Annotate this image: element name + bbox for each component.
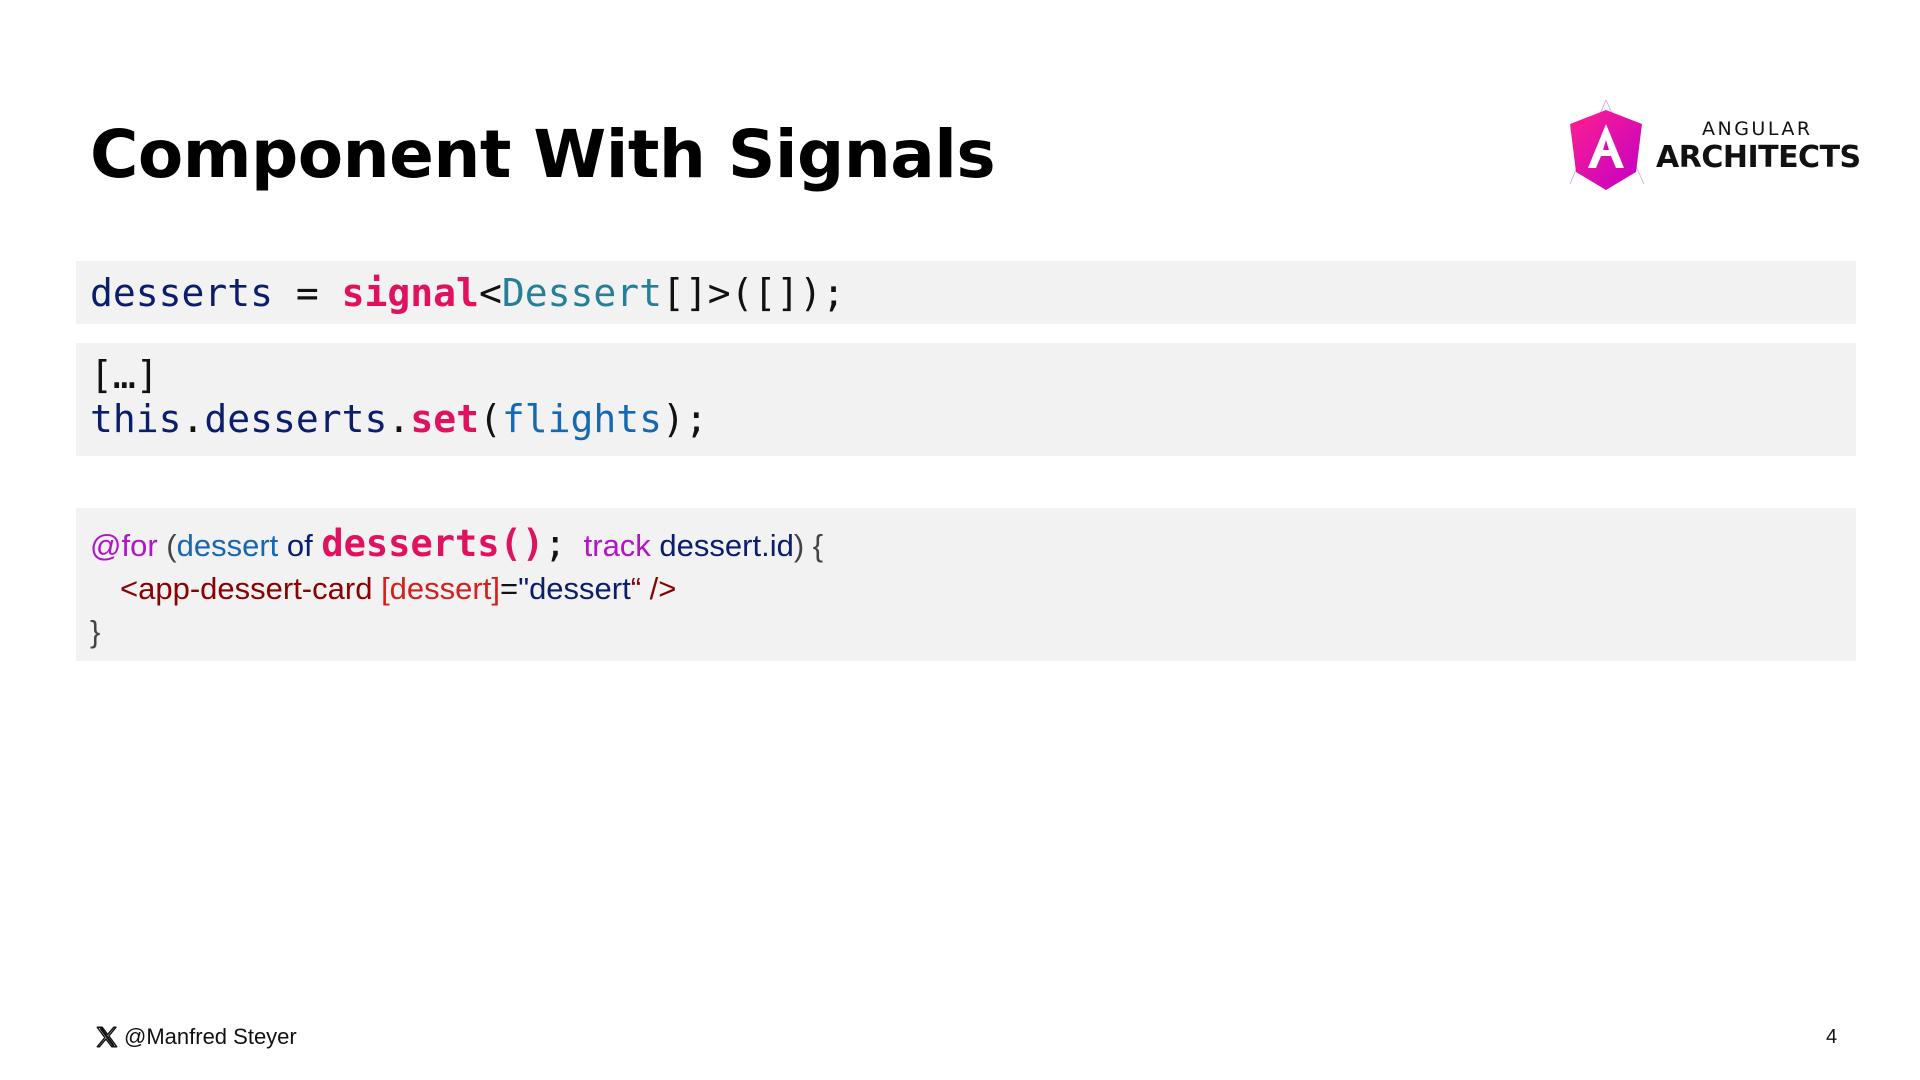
code-token: .: [387, 397, 411, 441]
code-token: this: [90, 397, 182, 441]
code-token: desserts(): [321, 522, 545, 565]
code-token: "dessert: [518, 571, 631, 606]
code-token: set: [410, 397, 479, 441]
code-line: }: [90, 614, 101, 649]
angular-architects-logo: ANGULAR ARCHITECTS: [1560, 100, 1861, 196]
code-token: =: [499, 571, 519, 606]
code-token: =: [273, 271, 342, 315]
code-token: [372, 571, 381, 606]
code-token: of: [278, 528, 322, 563]
code-block-signal-declaration: desserts = signal<Dessert[]>([]);: [76, 261, 1856, 324]
slide-title: Component With Signals: [90, 116, 996, 193]
code-token: );: [662, 397, 708, 441]
code-token: dessert: [176, 528, 279, 563]
code-block-template: @for (dessert of desserts(); track desse…: [76, 508, 1856, 661]
angular-shield-icon: [1569, 100, 1645, 190]
footer-handle-text: @Manfred Steyer: [124, 1024, 297, 1049]
code-token: flights: [501, 397, 663, 441]
page-number: 4: [1826, 1026, 1838, 1048]
logo-top-text: ANGULAR: [1702, 118, 1813, 140]
footer-twitter-handle: @Manfred Steyer: [94, 1024, 297, 1050]
code-token: ) {: [793, 528, 824, 563]
code-token: desserts: [204, 397, 388, 441]
code-line: […]: [90, 353, 159, 397]
code-token: desserts: [90, 271, 274, 315]
code-token: <: [478, 271, 502, 315]
x-logo-icon: [96, 1026, 118, 1048]
code-token: Dessert: [501, 271, 662, 315]
code-token: (: [157, 528, 177, 563]
code-token: (: [478, 397, 502, 441]
code-token: dessert.id: [659, 528, 794, 563]
code-token: track: [566, 528, 660, 563]
code-token: signal: [341, 271, 479, 315]
code-token: [dessert]: [381, 571, 500, 606]
code-token: @for: [90, 528, 158, 563]
code-token: []>([]);: [662, 271, 846, 315]
code-token: ;: [544, 522, 567, 565]
code-token: “ />: [630, 571, 677, 606]
code-block-signal-set: […]this.desserts.set(flights);: [76, 343, 1856, 456]
code-token: <app-dessert-card: [120, 571, 373, 606]
logo-bottom-text: ARCHITECTS: [1656, 140, 1861, 175]
code-token: .: [181, 397, 205, 441]
